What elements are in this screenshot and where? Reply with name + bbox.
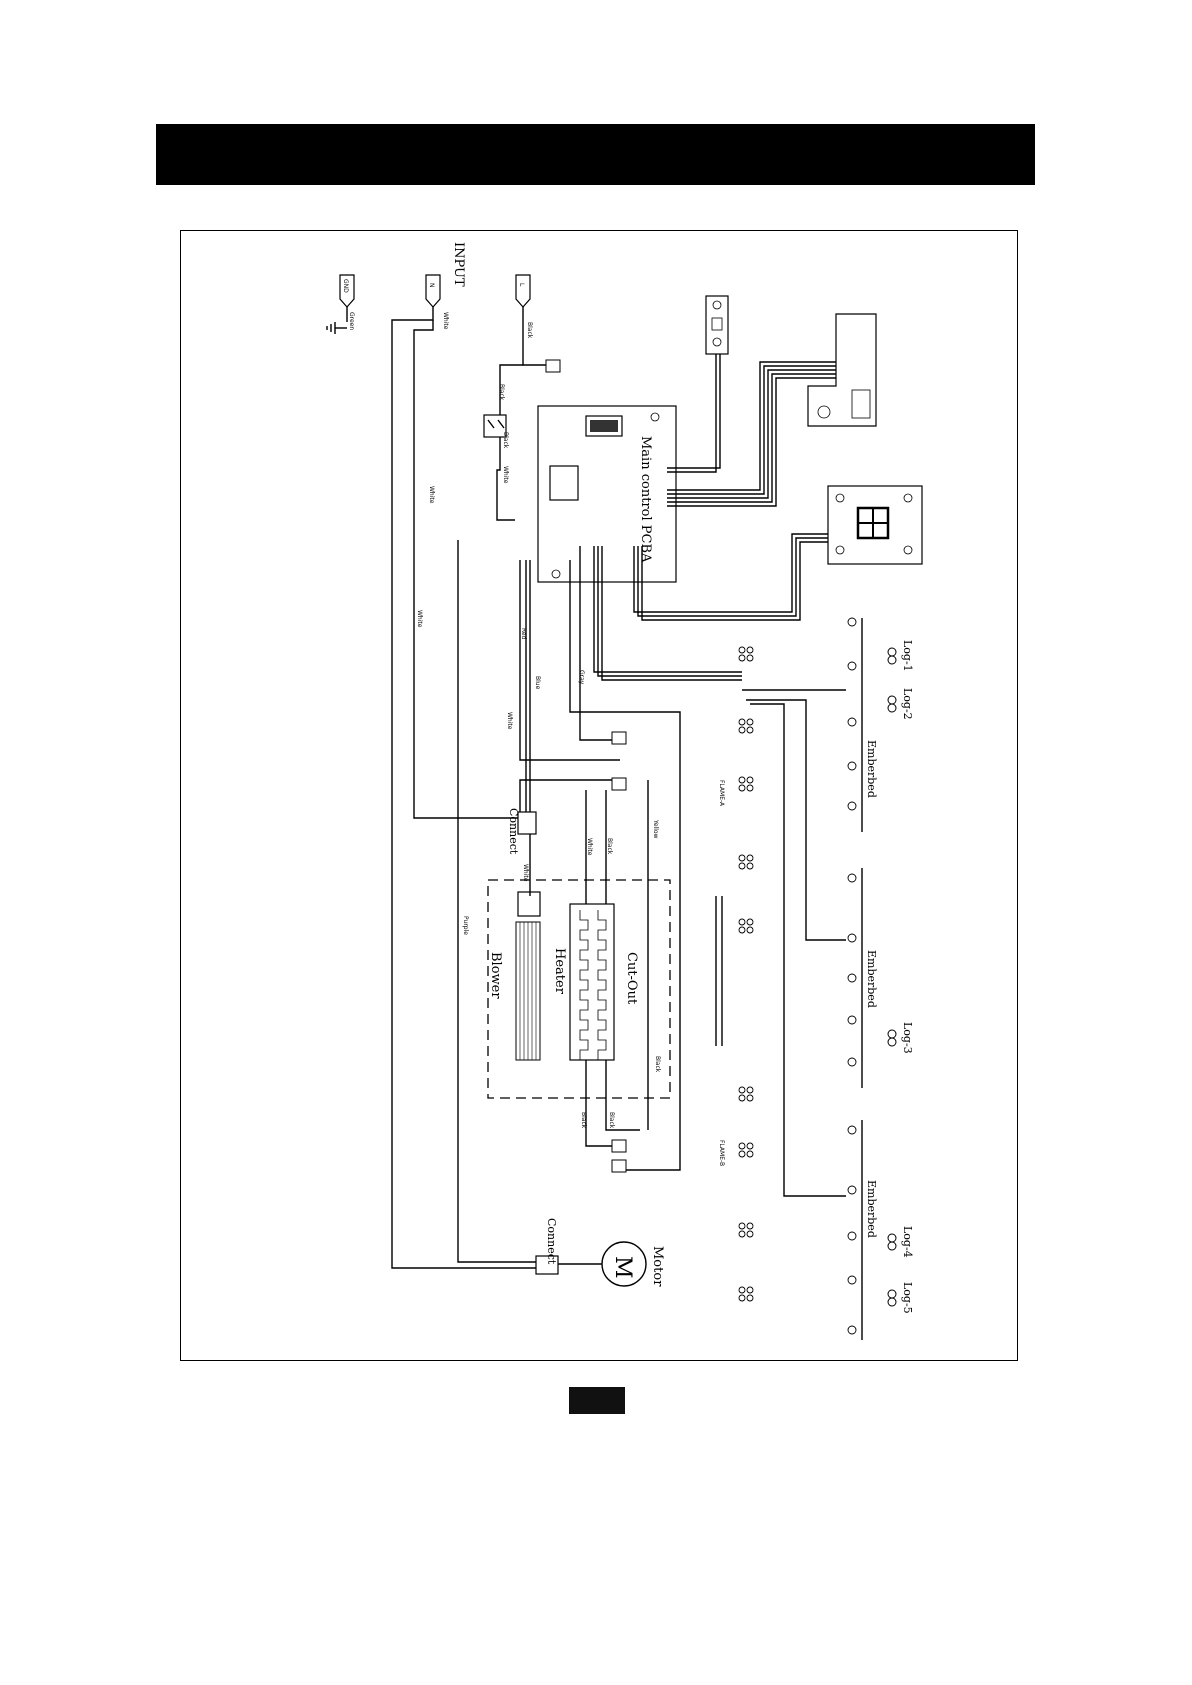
log1-label: Log-1 — [901, 640, 914, 672]
wire-color-label: White — [586, 838, 593, 856]
wire-color-label: Green — [348, 312, 355, 330]
wire-color-label: Black — [606, 838, 613, 855]
svg-text:Heater: Heater — [552, 948, 567, 995]
svg-text:N: N — [428, 283, 435, 288]
display-board — [828, 486, 922, 564]
receiver-board — [706, 296, 728, 354]
wire-color-label: Black — [498, 384, 505, 401]
connector-bottom: Connect — [536, 1218, 558, 1274]
flame-board-b: FLAME-B — [718, 1140, 725, 1166]
log2-label: Log-2 — [901, 688, 914, 720]
wire-color-label: Gray — [578, 670, 585, 685]
wire-color-label: White — [502, 466, 509, 484]
connector-top: Connect — [507, 808, 536, 855]
log4-label: Log-4 — [901, 1226, 914, 1258]
led-clusters — [739, 647, 753, 1301]
input-label: INPUT — [451, 242, 466, 287]
svg-text:Connect: Connect — [507, 808, 520, 855]
svg-text:INPUT: INPUT — [451, 242, 466, 287]
wire-color-label: Black — [608, 1112, 615, 1129]
main-control-pcba: Main control PCBA — [538, 406, 676, 582]
wire-color-label: White — [416, 610, 423, 628]
svg-text:Blower: Blower — [488, 952, 503, 999]
cutout-label: Cut-Out — [624, 952, 639, 1005]
svg-text:FLAME-B: FLAME-B — [718, 1140, 725, 1166]
wire-color-label: Black — [580, 1112, 587, 1129]
svg-text:GND: GND — [342, 279, 349, 293]
motor: M Motor — [602, 1242, 665, 1287]
emberbed-label-3: Emberbed — [865, 1180, 878, 1238]
heater: Heater — [552, 904, 614, 1060]
neutral-terminal: N — [426, 275, 440, 307]
wire-color-label: White — [442, 312, 449, 330]
svg-text:Motor: Motor — [650, 1246, 665, 1287]
blower: Blower — [488, 892, 540, 1060]
emberbed-label-2: Emberbed — [865, 950, 878, 1008]
wire-color-label: Purple — [462, 916, 469, 935]
wire-color-label: Red — [520, 628, 527, 640]
wire-color-label: Black — [654, 1056, 661, 1073]
svg-text:FLAME-A: FLAME-A — [718, 780, 725, 807]
log5-label: Log-5 — [901, 1282, 914, 1314]
wire-color-label: White — [506, 712, 513, 730]
svg-text:Connect: Connect — [545, 1218, 558, 1265]
wire-color-label: Yellow — [652, 819, 659, 839]
wire-color-label: White — [428, 486, 435, 504]
wire-color-label: Blue — [534, 676, 541, 690]
flame-board-a: FLAME-A — [718, 630, 764, 830]
wire-color-label: White — [522, 864, 529, 882]
wire-color-label: Black — [502, 432, 509, 449]
svg-text:Main control PCBA: Main control PCBA — [638, 436, 653, 563]
live-terminal: L — [516, 275, 530, 307]
emberbed-label-1: Emberbed — [865, 740, 878, 798]
wire-color-label: Black — [526, 322, 533, 339]
log3-label: Log-3 — [901, 1022, 914, 1054]
svg-text:M: M — [610, 1256, 635, 1279]
